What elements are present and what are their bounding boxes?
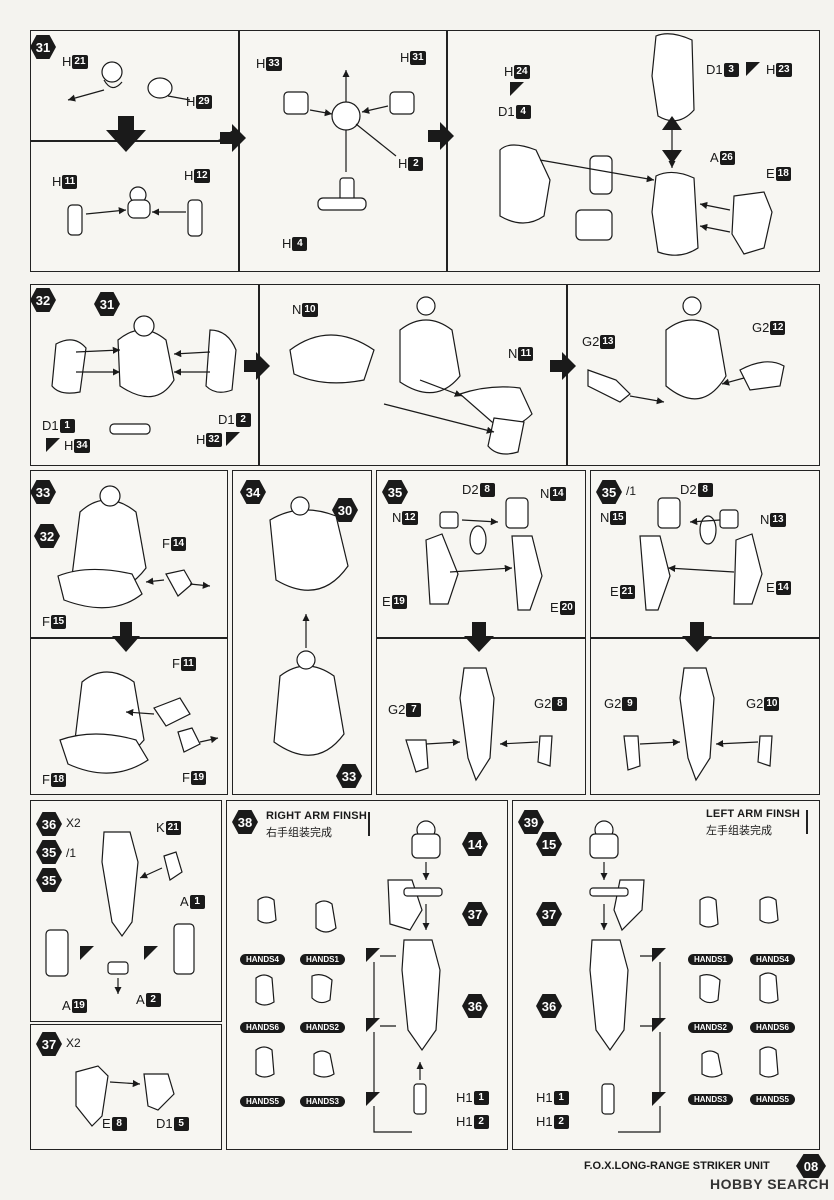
cut-gate-icon — [366, 1018, 380, 1032]
hands-label: HANDS3 — [688, 1094, 733, 1105]
cut-gate-icon — [652, 948, 666, 962]
cut-gate-icon — [226, 432, 240, 446]
right-arm-title-cn: 右手组装完成 — [266, 827, 332, 839]
cut-gate-icon — [652, 1092, 666, 1106]
cut-gate-icon — [746, 62, 760, 76]
cut-gate-icon — [144, 946, 158, 960]
hands-label: HANDS2 — [688, 1022, 733, 1033]
cut-gate-icon — [652, 1018, 666, 1032]
title-bar — [368, 812, 370, 836]
cut-gate-icon — [366, 1092, 380, 1106]
ref-step-31: 31 — [94, 292, 120, 316]
cut-gate-icon — [46, 438, 60, 452]
hands-label: HANDS4 — [240, 954, 285, 965]
left-arm-title: LEFT ARM FINSH — [706, 808, 801, 820]
left-arm-title-cn: 左手组装完成 — [706, 825, 772, 837]
hands-label: HANDS4 — [750, 954, 795, 965]
ref-step-36: 36 — [462, 994, 488, 1018]
right-arm-title: RIGHT ARM FINSH — [266, 810, 367, 822]
hands-label: HANDS5 — [240, 1096, 285, 1107]
panel-step-38 — [226, 800, 508, 1150]
ref-part-14: 14 — [462, 832, 488, 856]
watermark: HOBBY SEARCH — [710, 1176, 830, 1192]
ref-step-35-1-suffix: /1 — [66, 846, 77, 860]
cut-gate-icon — [80, 946, 94, 960]
ref-step-37: 37 — [462, 902, 488, 926]
title-bar — [806, 810, 808, 834]
hands-label: HANDS6 — [750, 1022, 795, 1033]
step-37-suffix: X2 — [66, 1036, 81, 1050]
hands-label: HANDS1 — [688, 954, 733, 965]
hands-label: HANDS2 — [300, 1022, 345, 1033]
hands-label: HANDS3 — [300, 1096, 345, 1107]
divider-31a — [238, 30, 240, 272]
step-36-suffix: X2 — [66, 816, 81, 830]
hands-label: HANDS5 — [750, 1094, 795, 1105]
cut-gate-icon — [366, 948, 380, 962]
ref-step-33: 33 — [336, 764, 362, 788]
ref-step-30: 30 — [332, 498, 358, 522]
cut-gate-icon — [510, 82, 524, 96]
footer-title: F.O.X.LONG-RANGE STRIKER UNIT — [584, 1160, 770, 1172]
hands-label: HANDS6 — [240, 1022, 285, 1033]
divider-31b — [446, 30, 448, 272]
hands-label: HANDS1 — [300, 954, 345, 965]
page-number: 08 — [796, 1154, 826, 1178]
step-35-1-suffix: /1 — [626, 484, 637, 498]
step-badge-35: 35 — [382, 480, 408, 504]
